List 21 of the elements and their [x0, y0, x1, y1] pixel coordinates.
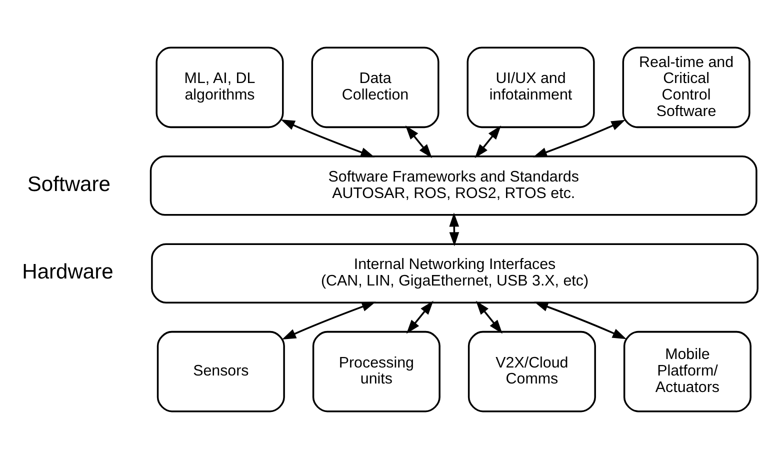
label: Software	[27, 172, 110, 196]
label: Hardware	[22, 260, 114, 284]
arrow	[405, 126, 432, 158]
arrow	[476, 300, 502, 334]
arrow	[532, 120, 626, 158]
node-box: V2X/Cloud Comms	[468, 330, 596, 412]
arrow	[534, 302, 627, 340]
node-box: Data Collection	[311, 46, 440, 128]
node-box: Real-time and Critical Control Software	[622, 46, 750, 128]
node-box: ML, AI, DL algorithms	[156, 46, 284, 128]
arrow	[406, 300, 434, 334]
arrow	[449, 212, 460, 246]
arrow	[282, 302, 376, 340]
node-box: Processing units	[312, 330, 440, 412]
node-box: Software Frameworks and Standards AUTOSAR, ROS, ROS2, RTOS etc.	[150, 156, 758, 216]
node-box: Mobile Platform/ Actuators	[623, 330, 752, 412]
arrow	[280, 119, 375, 158]
arrow	[474, 126, 502, 158]
node-box: UI/UX and infotainment	[466, 46, 595, 128]
node-box: Internal Networking Interfaces (CAN, LIN, GigaEthernet, USB 3.X, etc)	[151, 243, 758, 304]
node-box: Sensors	[156, 330, 285, 412]
